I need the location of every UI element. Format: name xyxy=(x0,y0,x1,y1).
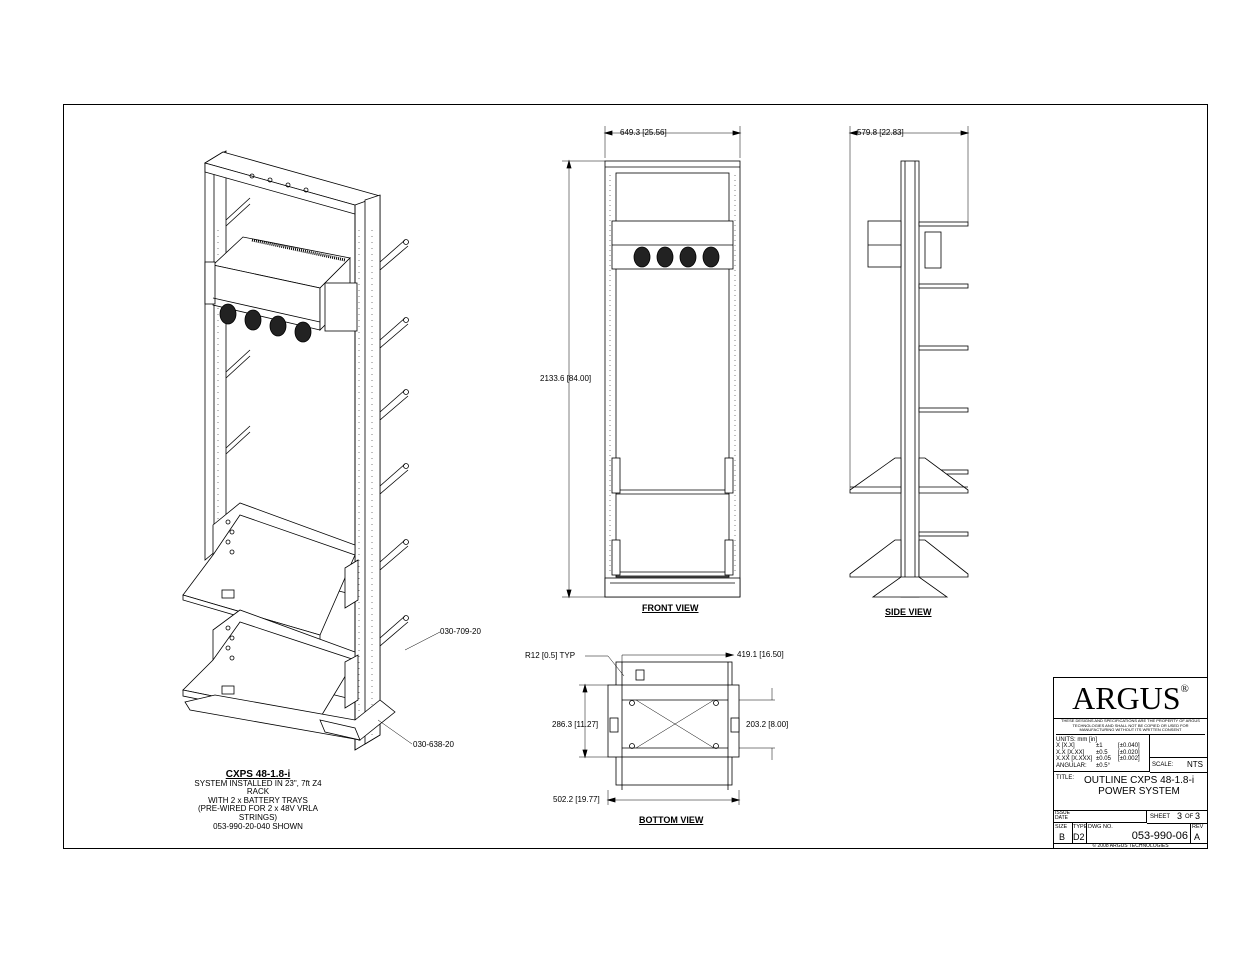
side-view xyxy=(848,126,970,598)
sheet-number: SHEET 3 OF 3 xyxy=(1147,810,1207,824)
callout-upper: 030-709-20 xyxy=(440,627,481,636)
property-notice: THESE DESIGNS AND SPECIFICATIONS ARE THE… xyxy=(1056,718,1205,735)
callout-lower: 030-638-20 xyxy=(413,740,454,749)
projection-cell xyxy=(1150,735,1207,758)
drawing-title: TITLE: OUTLINE CXPS 48-1.8-i POWER SYSTE… xyxy=(1054,772,1207,811)
dim-side-depth: 579.8 [22.83] xyxy=(857,128,904,137)
isometric-rack xyxy=(182,150,441,751)
argus-logo: ARGUS® xyxy=(1054,678,1207,719)
tolerance-table: UNITS: mm [in] X [X.X]±1[±0.040] X.X [X.… xyxy=(1054,735,1150,772)
dim-bottom-width: 502.2 [19.77] xyxy=(553,795,600,804)
scale-cell: SCALE: NTS xyxy=(1150,757,1207,773)
title-block: ARGUS® THESE DESIGNS AND SPECIFICATIONS … xyxy=(1053,677,1208,849)
caption-line-4: 053-990-20-040 SHOWN xyxy=(213,821,303,831)
dim-bottom-inner-width: 419.1 [16.50] xyxy=(737,650,784,659)
rack-base xyxy=(184,694,396,741)
drawing-number-row: SIZE B TYPE D2 DWG NO. 053-990-06 REV A xyxy=(1054,823,1207,844)
side-view-label: SIDE VIEW xyxy=(885,607,932,617)
caption-title: CXPS 48-1.8-i xyxy=(225,769,291,780)
issue-date: ISSUE DATE xyxy=(1054,810,1147,823)
battery-tray-lower xyxy=(182,609,359,725)
front-view-label: FRONT VIEW xyxy=(642,603,699,613)
bottom-view xyxy=(579,652,775,805)
rack-caption: CXPS 48-1.8-i SYSTEM INSTALLED IN 23", 7… xyxy=(188,769,328,831)
dim-front-height: 2133.6 [84.00] xyxy=(540,374,592,383)
power-shelf xyxy=(204,236,358,343)
caption-line-3: (PRE-WIRED FOR 2 x 48V VRLA STRINGS) xyxy=(197,804,319,822)
dim-bottom-depth: 286.3 [11.27] xyxy=(552,720,599,729)
front-view xyxy=(562,126,742,599)
dim-radius: R12 [0.5] TYP xyxy=(525,651,576,660)
caption-line-1: SYSTEM INSTALLED IN 23", 7ft Z4 RACK xyxy=(194,778,322,797)
copyright: © 2008 ARGUS TECHNOLOGIES xyxy=(1092,843,1169,849)
bottom-view-label: BOTTOM VIEW xyxy=(639,815,704,825)
drawing-border xyxy=(63,104,1208,849)
dim-front-width: 649.3 [25.56] xyxy=(620,128,667,137)
dim-bottom-inner-depth: 203.2 [8.00] xyxy=(746,720,789,729)
caption-line-2: WITH 2 x BATTERY TRAYS xyxy=(208,795,308,805)
